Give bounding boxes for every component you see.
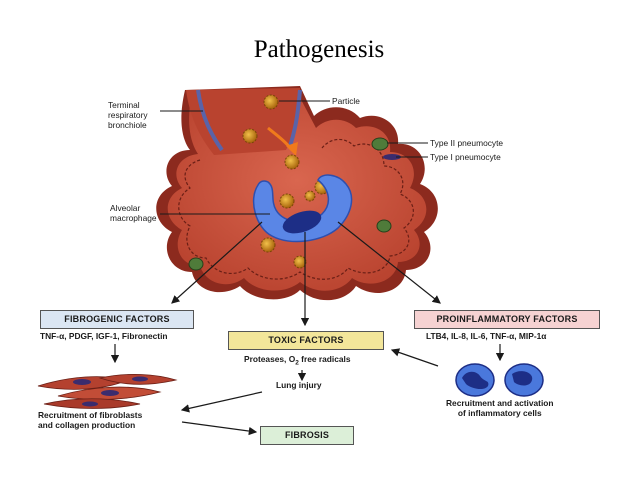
fibrogenic-factors-box: FIBROGENIC FACTORS bbox=[40, 310, 194, 329]
fibroblast-line2: and collagen production bbox=[38, 420, 136, 430]
alveolar-label-line2: macrophage bbox=[110, 213, 157, 223]
label-leaders bbox=[160, 100, 428, 215]
fibroblast-recruitment-label: Recruitment of fibroblasts and collagen … bbox=[38, 410, 142, 430]
inflammatory-line1: Recruitment and activation bbox=[446, 398, 554, 408]
alveolar-macrophage bbox=[252, 174, 353, 243]
terminal-label-line2: respiratory bbox=[108, 110, 148, 120]
particle bbox=[260, 237, 276, 253]
proinflammatory-factors-box: PROINFLAMMATORY FACTORS bbox=[414, 310, 600, 329]
proinflammatory-factors-list: LTB4, IL-8, IL-6, TNF-α, MIP-1α bbox=[426, 331, 547, 341]
particles bbox=[242, 94, 330, 269]
type-ii-pneumocyte bbox=[371, 137, 389, 151]
pneumocytes bbox=[188, 137, 401, 271]
lung-injury-label: Lung injury bbox=[276, 380, 322, 390]
particle bbox=[242, 128, 258, 144]
fibrogenic-factors-list: TNF-α, PDGF, IGF-1, Fibronectin bbox=[40, 331, 168, 341]
particle bbox=[304, 190, 316, 202]
particle-label: Particle bbox=[332, 96, 360, 106]
terminal-bronchiole-label: Terminal respiratory bronchiole bbox=[108, 100, 148, 130]
inflammatory-cells bbox=[455, 363, 544, 397]
page-title: Pathogenesis bbox=[253, 36, 385, 63]
type-ii-pneumocyte-label: Type II pneumocyte bbox=[430, 138, 504, 148]
fibroblasts bbox=[37, 373, 178, 409]
toxic-items-sub: 2 bbox=[295, 359, 299, 367]
particle bbox=[293, 255, 307, 269]
type-i-pneumocyte bbox=[383, 154, 401, 160]
alveolar-macrophage-label: Alveolar macrophage bbox=[110, 203, 157, 223]
toxic-factors-box: TOXIC FACTORS bbox=[228, 331, 384, 350]
fibroblast-line1: Recruitment of fibroblasts bbox=[38, 410, 143, 420]
particle bbox=[284, 154, 300, 170]
particle-flow-arrowhead bbox=[286, 142, 298, 156]
particle bbox=[263, 94, 279, 110]
terminal-label-line1: Terminal bbox=[108, 100, 140, 110]
macrophage-arrows bbox=[110, 221, 505, 436]
pneumocyte bbox=[188, 257, 204, 271]
alveolar-label-line1: Alveolar bbox=[110, 203, 141, 213]
toxic-items-post: free radicals bbox=[298, 354, 351, 364]
toxic-factors-list: Proteases, O2 free radicals bbox=[244, 354, 351, 367]
inflammatory-line2: of inflammatory cells bbox=[457, 408, 542, 418]
terminal-label-line3: bronchiole bbox=[108, 120, 147, 130]
fibrosis-box: FIBROSIS bbox=[260, 426, 354, 445]
type-i-pneumocyte-label: Type I pneumocyte bbox=[430, 152, 501, 162]
particle bbox=[279, 193, 295, 209]
toxic-items-pre: Proteases, O bbox=[244, 354, 296, 364]
inflammatory-recruitment-label: Recruitment and activation of inflammato… bbox=[446, 398, 554, 418]
pneumocyte bbox=[376, 219, 392, 233]
